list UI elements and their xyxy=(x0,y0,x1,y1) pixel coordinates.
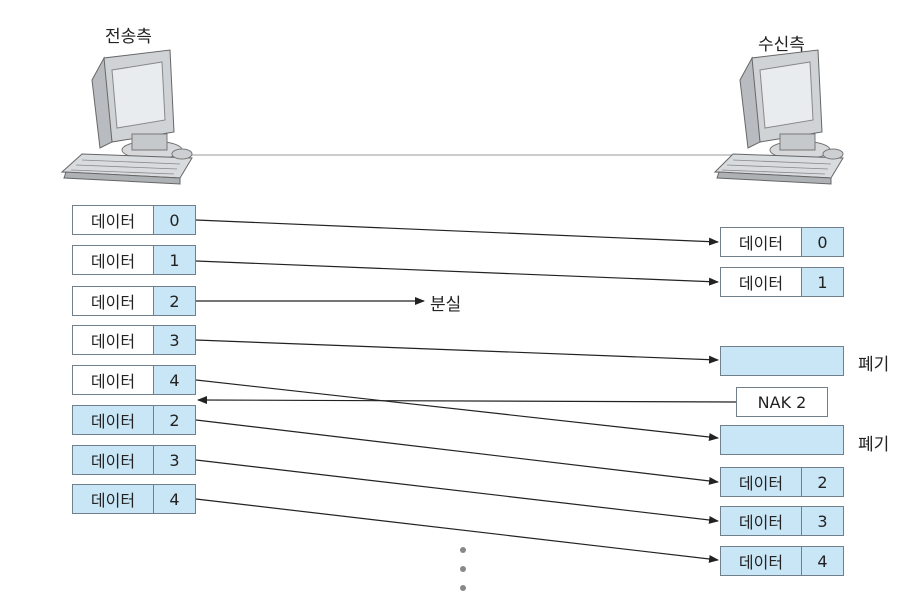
frame-label: 데이터 xyxy=(73,287,154,315)
frame-label: 데이터 xyxy=(73,366,154,394)
resent-frame: 데이터 2 xyxy=(72,405,196,435)
lost-label: 분실 xyxy=(430,295,462,315)
arrow-frame-3 xyxy=(195,339,719,364)
frame-number: 3 xyxy=(154,326,195,354)
receiver-computer-icon xyxy=(713,49,844,185)
frame-label: 데이터 xyxy=(721,468,802,496)
frame-label: 데이터 xyxy=(73,206,154,234)
sent-frame: 데이터 4 xyxy=(72,365,196,395)
frame-label: 데이터 xyxy=(721,268,802,296)
sent-frame: 데이터 3 xyxy=(72,325,196,355)
frame-number: 0 xyxy=(154,206,195,234)
continuation-dot xyxy=(460,566,466,572)
discarded-frame-box xyxy=(720,346,844,376)
resent-frame: 데이터 3 xyxy=(72,445,196,475)
frame-number: 1 xyxy=(802,268,843,296)
received-frame: 데이터 4 xyxy=(720,546,844,576)
arrow-frame-0 xyxy=(195,219,719,246)
arrow-resend-3 xyxy=(195,459,719,524)
frame-number: 4 xyxy=(154,366,195,394)
frame-number: 4 xyxy=(154,485,195,513)
frame-label: 데이터 xyxy=(73,326,154,354)
discard-label: 폐기 xyxy=(858,355,890,375)
sender-computer-icon xyxy=(60,49,193,185)
frame-label: 데이터 xyxy=(73,485,154,513)
frame-label: 데이터 xyxy=(73,406,154,434)
arrow-frame-4 xyxy=(195,379,719,441)
resent-frame: 데이터 4 xyxy=(72,484,196,514)
frame-label: 데이터 xyxy=(721,228,802,256)
sent-frame: 데이터 1 xyxy=(72,245,196,275)
frame-number: 2 xyxy=(154,287,195,315)
received-frame: 데이터 2 xyxy=(720,467,844,497)
frame-number: 3 xyxy=(802,507,843,535)
sender-title: 전송측 xyxy=(105,27,152,47)
arrow-nak-2 xyxy=(197,396,737,405)
sent-frame: 데이터 2 xyxy=(72,286,196,316)
arrow-resend-4 xyxy=(195,498,719,563)
received-frame: 데이터 0 xyxy=(720,227,844,257)
receiver-title: 수신측 xyxy=(758,35,805,55)
frame-number: 0 xyxy=(802,228,843,256)
discard-label: 폐기 xyxy=(858,435,890,455)
continuation-dot xyxy=(460,547,466,553)
arrow-resend-2 xyxy=(195,419,719,485)
frame-label: 데이터 xyxy=(721,547,802,575)
discarded-frame-box xyxy=(720,425,844,455)
frame-label: 데이터 xyxy=(721,507,802,535)
frame-label: 데이터 xyxy=(73,246,154,274)
frame-number: 3 xyxy=(154,446,195,474)
frame-number: 2 xyxy=(154,406,195,434)
sent-frame: 데이터 0 xyxy=(72,205,196,235)
frame-label: 데이터 xyxy=(73,446,154,474)
received-frame: 데이터 1 xyxy=(720,267,844,297)
nak-box: NAK 2 xyxy=(736,387,828,417)
continuation-dot xyxy=(460,585,466,591)
frame-number: 4 xyxy=(802,547,843,575)
frame-number: 1 xyxy=(154,246,195,274)
frame-number: 2 xyxy=(802,468,843,496)
received-frame: 데이터 3 xyxy=(720,506,844,536)
arrow-frame-1 xyxy=(195,260,719,286)
